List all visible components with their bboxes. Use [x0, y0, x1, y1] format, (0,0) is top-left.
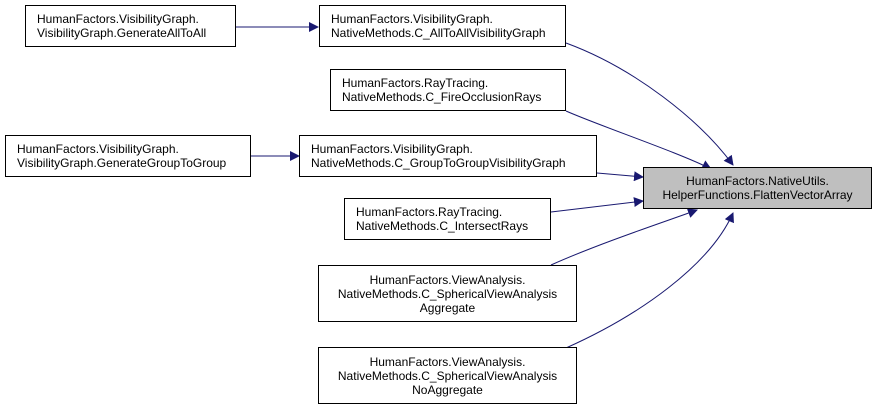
node-line: NoAggregate [412, 382, 483, 397]
edge-intersect-to-flatten [550, 197, 644, 213]
node-line: HumanFactors.RayTracing. [356, 205, 503, 219]
node-line: HumanFactors.VisibilityGraph. [37, 12, 199, 26]
node-line: HelperFunctions.FlattenVectorArray [662, 188, 853, 202]
edge-fire-occlusion-to-flatten [565, 110, 712, 170]
edge-sva-aggregate-to-flatten [550, 208, 698, 266]
edge-all-to-all-to-flatten [565, 42, 734, 166]
node-line: HumanFactors.VisibilityGraph. [17, 142, 179, 156]
node-flatten-vector-array[interactable]: HumanFactors.NativeUtils. HelperFunction… [643, 167, 872, 209]
edge-sva-noaggregate-to-flatten [565, 212, 734, 349]
node-c-all-to-all-visibility-graph[interactable]: HumanFactors.VisibilityGraph. NativeMeth… [319, 5, 566, 47]
node-line: HumanFactors.RayTracing. [342, 76, 489, 90]
node-generate-all-to-all[interactable]: HumanFactors.VisibilityGraph. Visibility… [25, 5, 236, 47]
node-line: NativeMethods.C_SphericalViewAnalysis [337, 286, 558, 301]
node-c-spherical-view-analysis-aggregate[interactable]: HumanFactors.ViewAnalysis. NativeMethods… [318, 265, 577, 322]
node-line: VisibilityGraph.GenerateAllToAll [37, 26, 207, 40]
node-line: Aggregate [419, 300, 476, 315]
node-line: HumanFactors.ViewAnalysis. [369, 354, 526, 369]
node-line: HumanFactors.NativeUtils. [686, 174, 829, 188]
node-line: NativeMethods.C_SphericalViewAnalysis [337, 368, 558, 383]
node-c-spherical-view-analysis-no-aggregate[interactable]: HumanFactors.ViewAnalysis. NativeMethods… [318, 347, 577, 404]
node-c-fire-occlusion-rays[interactable]: HumanFactors.RayTracing. NativeMethods.C… [330, 69, 566, 111]
node-generate-group-to-group[interactable]: HumanFactors.VisibilityGraph. Visibility… [5, 135, 251, 177]
node-line: NativeMethods.C_GroupToGroupVisibilityGr… [311, 156, 566, 170]
node-line: NativeMethods.C_IntersectRays [356, 219, 529, 233]
node-line: HumanFactors.VisibilityGraph. [311, 142, 473, 156]
node-line: NativeMethods.C_AllToAllVisibilityGraph [331, 26, 546, 40]
node-c-group-to-group-visibility-graph[interactable]: HumanFactors.VisibilityGraph. NativeMeth… [299, 135, 597, 177]
edge-group-to-group-to-flatten [596, 171, 644, 182]
node-line: NativeMethods.C_FireOcclusionRays [342, 90, 542, 104]
node-line: VisibilityGraph.GenerateGroupToGroup [17, 156, 227, 170]
node-c-intersect-rays[interactable]: HumanFactors.RayTracing. NativeMethods.C… [344, 198, 551, 240]
node-line: HumanFactors.VisibilityGraph. [331, 12, 493, 26]
node-line: HumanFactors.ViewAnalysis. [369, 272, 526, 287]
